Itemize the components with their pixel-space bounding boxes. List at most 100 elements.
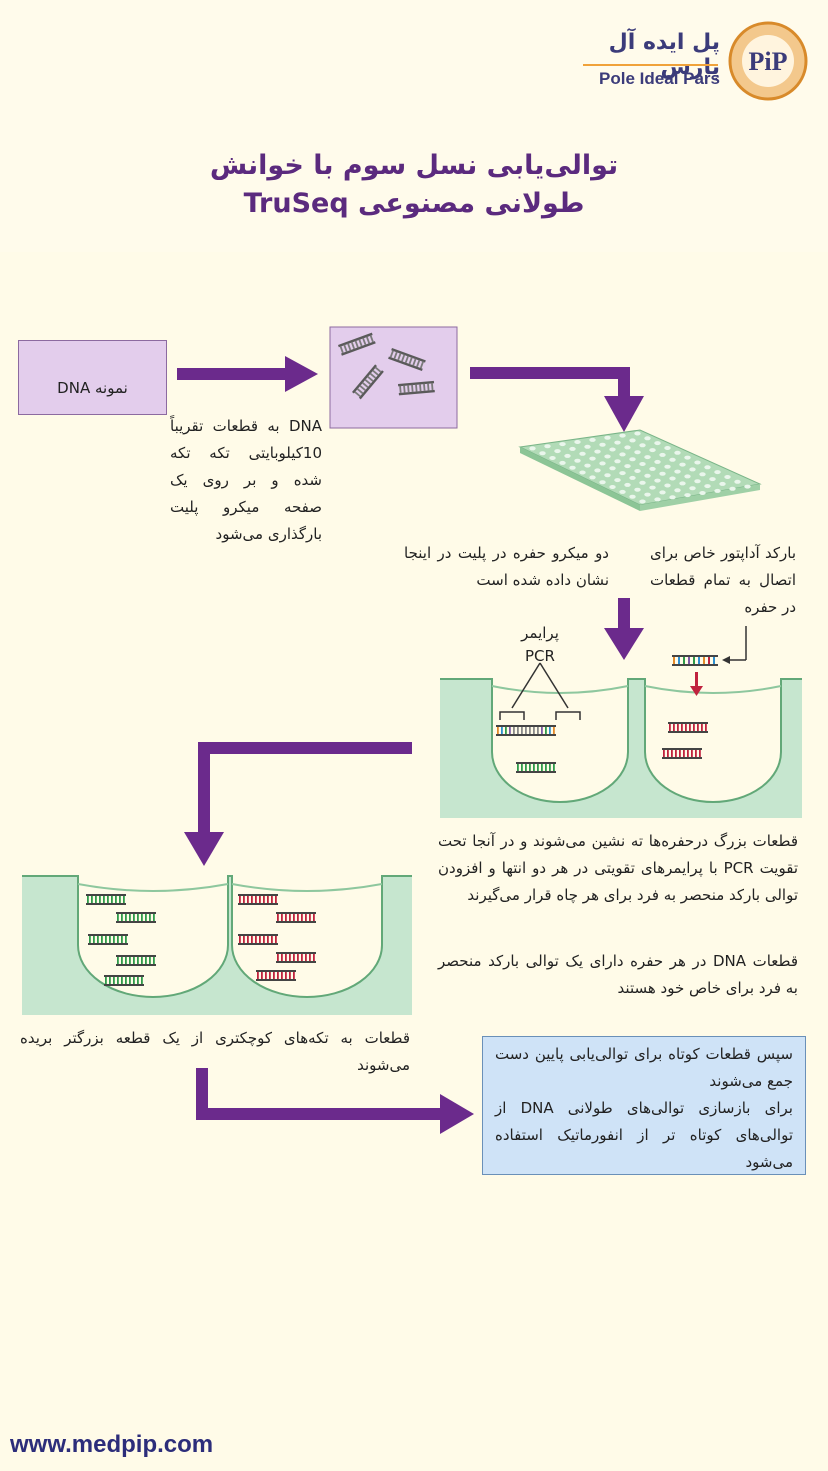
plate-well-dot [639,443,646,448]
plate-well-dot [734,479,741,484]
wells-bottom [22,875,412,1015]
fragmentation-text: DNA به قطعات تقریباً 10کیلوبایتی تکه تکه… [170,417,322,543]
plate-well-dot [644,436,651,441]
plate-well-dot [634,450,641,455]
plate-well-dot [679,462,686,467]
plate-well-dot [634,469,641,473]
pcr-primer-label: پرایمر PCR [521,624,559,665]
logo-seal: PiP [728,21,808,101]
cutting-text: قطعات به تکه‌های کوچکتری از یک قطعه بزرگ… [20,1029,410,1074]
plate-well-dot [649,485,656,490]
plate-well-dot [619,489,626,494]
wells-top [440,678,802,818]
plate-well-dot [659,471,666,476]
plate-well-dot [689,486,696,491]
final-text-2: برای بازسازی توالی‌های طولانی DNA از توا… [495,1099,793,1171]
plate-well-dot [639,499,646,504]
plate-well-dot [704,465,711,470]
plate-well-dot [594,449,601,454]
microplate [518,429,762,511]
plate-well-dot [654,478,661,483]
plate-well-dot [609,447,616,452]
plate-well-dot [629,438,636,443]
plate-well-dot [629,475,636,480]
plate-well-dot [609,466,616,471]
plate-well-dot [574,458,581,463]
final-text-1: سپس قطعات کوتاه برای توالی‌یابی پایین دس… [495,1045,793,1090]
plate-well-dot [584,463,591,468]
plate-well-dot [674,469,681,474]
arrow-4-head [184,832,224,866]
plate-well-dot [659,452,666,457]
plate-well-dot [569,465,576,470]
plate-well-dot [604,473,611,478]
plate-well-dot [599,461,606,466]
plate-well-dot [654,459,661,464]
plate-well-dot [619,471,626,476]
plate-well-dot [709,477,716,482]
plate-well-dot [664,464,671,469]
plate-well-dot [579,451,586,456]
plate-well-dot [584,444,591,449]
plate-well-dot [639,480,646,485]
plate-well-dot [714,470,721,475]
barcode-each-well-text: قطعات DNA در هر حفره دارای یک توالی بارک… [438,952,799,997]
plate-well-dot [744,484,751,489]
final-info-box: سپس قطعات کوتاه برای توالی‌یابی پایین دس… [482,1036,806,1175]
plate-well-dot [629,494,636,499]
plate-well-dot [699,472,706,477]
plate-well-dot [719,481,726,486]
plate-well-dot [644,455,651,460]
plate-well-dot [539,451,546,456]
plate-well-dot [564,453,571,458]
plate-well-dot [649,466,656,471]
arrow-1 [177,368,287,380]
plate-well-dot [644,492,651,497]
website-link[interactable]: www.medpip.com [10,1431,214,1458]
plate-well-dot [694,479,701,484]
plate-well-dot [654,497,661,502]
plate-well-dot [619,452,626,457]
plate-well-dot [674,450,681,455]
plate-well-dot [669,476,676,481]
arrow-3-head [604,628,644,660]
arrow-5-head [440,1094,474,1134]
plate-well-dot [574,440,581,444]
arrow-4 [198,742,412,754]
plate-well-dot [589,475,596,480]
plate-well-dot [634,431,641,436]
plate-well-dot [664,483,671,488]
plate-well-dot [589,456,596,461]
plate-well-dot [624,445,631,450]
brand-divider [583,64,718,66]
arrow-2-down [618,367,630,397]
plate-well-dot [684,474,691,479]
plate-well-dot [624,482,631,487]
dna-sample-label: نمونه DNA [57,379,128,397]
arrow-3 [618,598,630,630]
plate-well-dot [639,462,646,466]
plate-well-dot [604,454,611,459]
plate-well-dot [579,470,586,475]
plate-well-dot [634,487,641,492]
plate-well-dot [674,488,681,493]
plate-well-dot [704,484,711,489]
plate-well-dot [649,448,656,453]
logo-seal-letters: PiP [749,47,788,76]
arrow-2 [470,367,630,379]
plate-well-dot [659,490,666,495]
plate-well-dot [554,449,561,454]
plate-well-dot [559,442,566,447]
barcode-adapter [672,626,747,696]
plate-well-dot [604,435,611,440]
plate-well-dot [529,446,536,451]
fragments-box [329,326,458,429]
plate-well-dot [619,433,626,438]
plate-well-dot [629,457,636,462]
arrow-1-head [285,356,318,392]
plate-well-dot [669,495,676,500]
plate-well-dot [669,457,676,462]
plate-well-dot [699,491,706,495]
plate-well-dot [559,460,566,465]
wells-note-text: دو میکرو حفره در پلیت در اینجا نشان داده… [404,544,609,589]
